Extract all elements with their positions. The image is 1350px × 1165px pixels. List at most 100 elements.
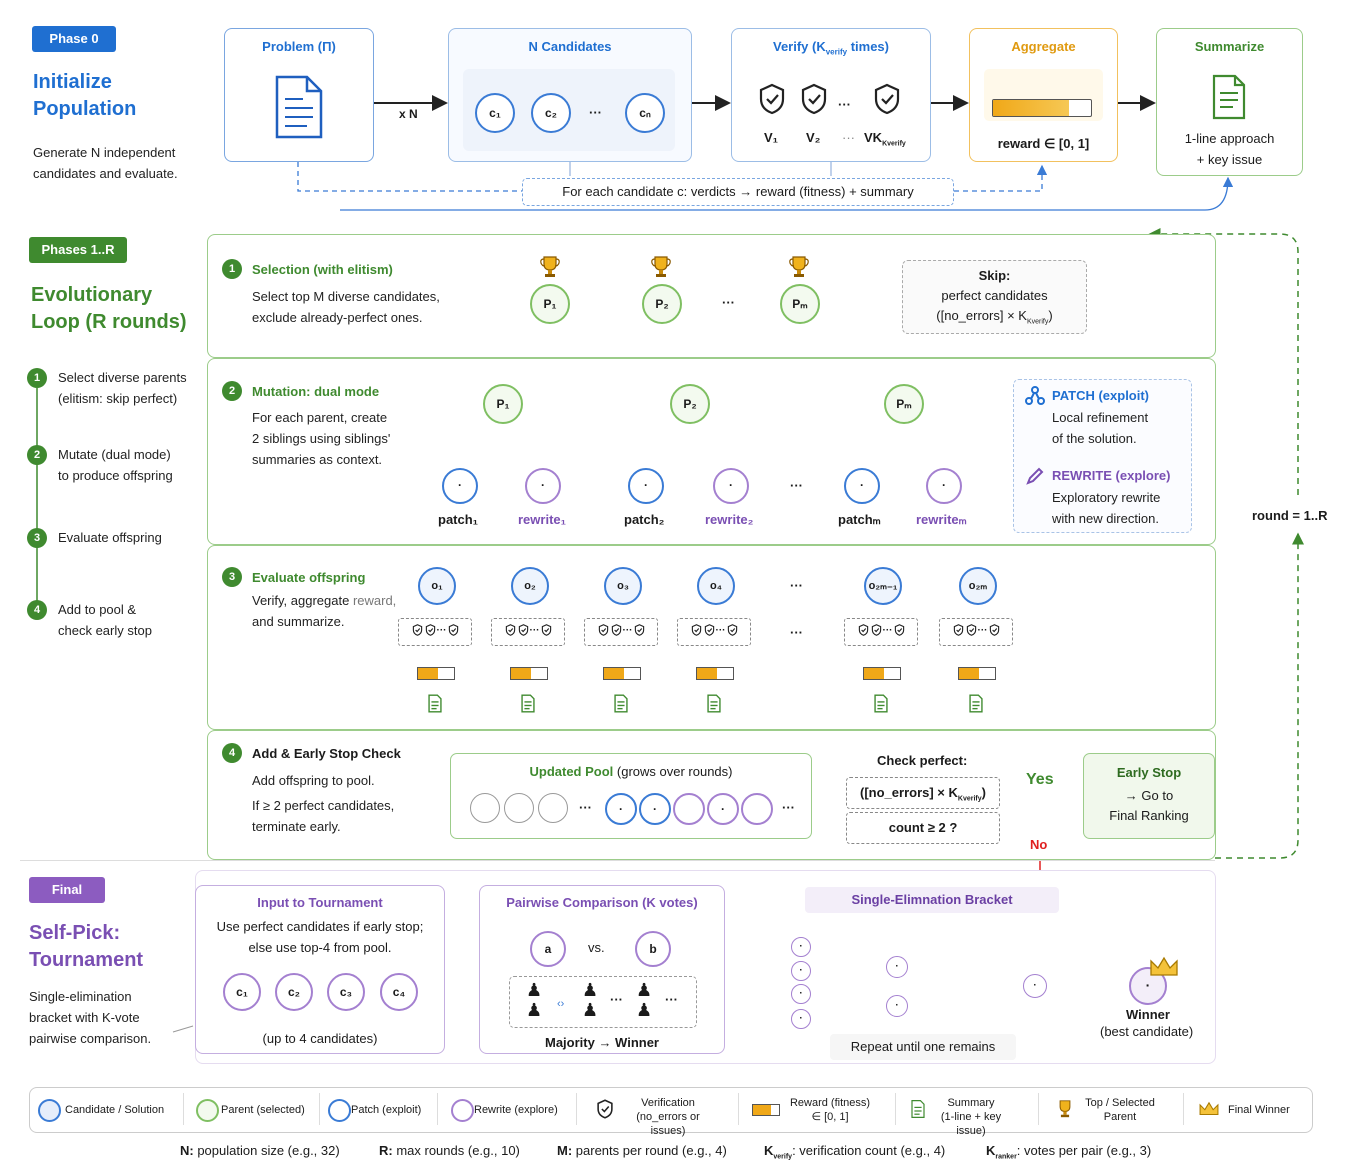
offspring-verify-group: ··· (677, 618, 751, 646)
swap-icon: ‹› (557, 998, 565, 1010)
summary-line1: 1-line approach (1184, 131, 1275, 146)
offspring-node: o₂ₘ (959, 567, 997, 605)
aggregate-box: Aggregate reward ∈ [0, 1] (969, 28, 1118, 162)
legend-parent-icon (196, 1099, 219, 1122)
selection-title: Selection (with elitism) (252, 262, 393, 277)
addpool-num: 4 (222, 743, 242, 763)
offspring-node: o₃ (604, 567, 642, 605)
pair-vs: vs. (588, 940, 605, 955)
voter-icon: ♟♟ (582, 980, 599, 1020)
offspring-reward-bar (863, 667, 901, 680)
timeline-step2: Mutate (dual mode)to produce offspring (58, 447, 173, 483)
tournament-input-box: Input to Tournament Use perfect candidat… (195, 885, 445, 1054)
rewrite-label-2: rewrite₂ (705, 512, 754, 527)
pen-icon (1026, 467, 1044, 485)
winner-note: (best candidate) (1100, 1024, 1194, 1039)
legend-winner-label: Final Winner (1228, 1104, 1290, 1116)
mutation-num: 2 (222, 381, 242, 401)
phase0-desc-line2: candidates and evaluate. (33, 166, 178, 181)
skip-title: Skip: (978, 268, 1011, 283)
document-icon (275, 75, 323, 139)
final-title: Self-Pick: Tournament (29, 920, 143, 974)
verify-ellipsis: ··· (838, 97, 851, 112)
round-loop-dashed-top (1148, 228, 1299, 495)
mode-legend-box (1013, 379, 1192, 533)
flow-note-left-dashed (297, 162, 522, 192)
legend-rewrite-label: Rewrite (explore) (474, 1104, 558, 1116)
pool-node-rewrite (741, 793, 773, 825)
phases-title-line1: Evolutionary (31, 284, 153, 306)
final-title-line2: Tournament (29, 949, 144, 971)
pairwise-box: Pairwise Comparison (K votes) a vs. b ♟♟… (479, 885, 725, 1054)
offspring-summary-icon (613, 694, 629, 718)
legend-summary-icon (911, 1100, 925, 1118)
tournament-cand-c2: c₂ (275, 973, 313, 1011)
verify-label-ellipsis: ··· (842, 130, 855, 145)
phase0-title-line1: Initialize (33, 71, 112, 93)
flow-note-right-dashed (954, 164, 1048, 192)
pool-node (538, 793, 568, 823)
patch-label-m: patchₘ (838, 512, 881, 527)
yes-label: Yes (1026, 771, 1054, 788)
param-r: R: max rounds (e.g., 10) (379, 1143, 520, 1158)
offspring-verify-group: ··· (398, 618, 472, 646)
problem-box: Problem (Π) (224, 28, 374, 162)
updated-pool-box: Updated Pool (grows over rounds) ··· · ·… (450, 753, 812, 839)
offspring-summary-icon (427, 694, 443, 718)
pool-node-patch: · (639, 793, 671, 825)
shield-icon (874, 83, 900, 115)
param-kranker: Kranker: votes per pair (e.g., 3) (986, 1143, 1152, 1161)
rewrite-node-m: · (926, 468, 962, 504)
skip-line1: perfect candidates (941, 288, 1048, 303)
legend-patch-label: Patch (exploit) (351, 1104, 422, 1116)
trophy-icon (540, 256, 560, 277)
legend-divider (437, 1093, 438, 1125)
pool-ellipsis-2: ··· (782, 800, 795, 815)
evaluate-title: Evaluate offspring (252, 570, 366, 585)
verify-box: Verify (Kverify times) ··· V₁ V₂ ··· VKK… (731, 28, 931, 162)
rewrite-node-2: · (713, 468, 749, 504)
bracket-leaf: · (791, 984, 811, 1004)
candidate-c2: c₂ (531, 93, 571, 133)
phase0-title-line2: Population (33, 98, 137, 120)
patch-node-2: · (628, 468, 664, 504)
mutation-title: Mutation: dual mode (252, 384, 380, 399)
legend-divider (1038, 1093, 1039, 1125)
param-n: N: population size (e.g., 32) (180, 1143, 340, 1158)
candidate-cn: cₙ (625, 93, 665, 133)
selected-parent-p1: P₁ (530, 284, 570, 324)
bracket-title: Single-Elimnation Bracket (805, 887, 1059, 913)
summary-icon (1212, 74, 1246, 120)
timeline-step2-num: 2 (27, 445, 47, 465)
updated-pool-title: Updated Pool (grows over rounds) (529, 764, 733, 779)
bracket-note-box: Repeat until one remains (830, 1034, 1016, 1060)
mutation-parent-pm: Pₘ (884, 384, 924, 424)
reward-bar (992, 99, 1092, 117)
early-stop-line2: Final Ranking (1109, 808, 1189, 823)
tournament-input-line2: else use top-4 from pool. (248, 940, 392, 955)
early-stop-line1: → Go to (1124, 788, 1174, 803)
summarize-box: Summarize 1-line approach + key issue (1156, 28, 1303, 176)
timeline-step4: Add to pool &check early stop (58, 602, 152, 638)
phase0-desc-line1: Generate N independent (33, 145, 176, 160)
legend-box (29, 1087, 1313, 1133)
pair-node-b: b (635, 931, 671, 967)
legend-crown-icon (1199, 1101, 1219, 1116)
legend-summary-label: Summary(1-line + key issue) (940, 1097, 1002, 1137)
legend-patch-icon (328, 1099, 351, 1122)
offspring-node: o₂ (511, 567, 549, 605)
legend-divider (895, 1093, 896, 1125)
bracket-leaf: · (791, 961, 811, 981)
tournament-cand-c3: c₃ (327, 973, 365, 1011)
final-title-line1: Self-Pick: (29, 922, 121, 944)
check-box-1: ([no_errors] × KKverify) (846, 777, 1000, 809)
pairwise-title: Pairwise Comparison (K votes) (506, 895, 698, 910)
rewrite-mode-title: REWRITE (explore) (1052, 468, 1171, 483)
bracket-final-node: · (1023, 974, 1047, 998)
check-box-2: count ≥ 2 ? (846, 812, 1000, 844)
phase0-desc: Generate N independent candidates and ev… (33, 142, 178, 184)
verify-title: Verify (Kverify times) (772, 39, 889, 57)
